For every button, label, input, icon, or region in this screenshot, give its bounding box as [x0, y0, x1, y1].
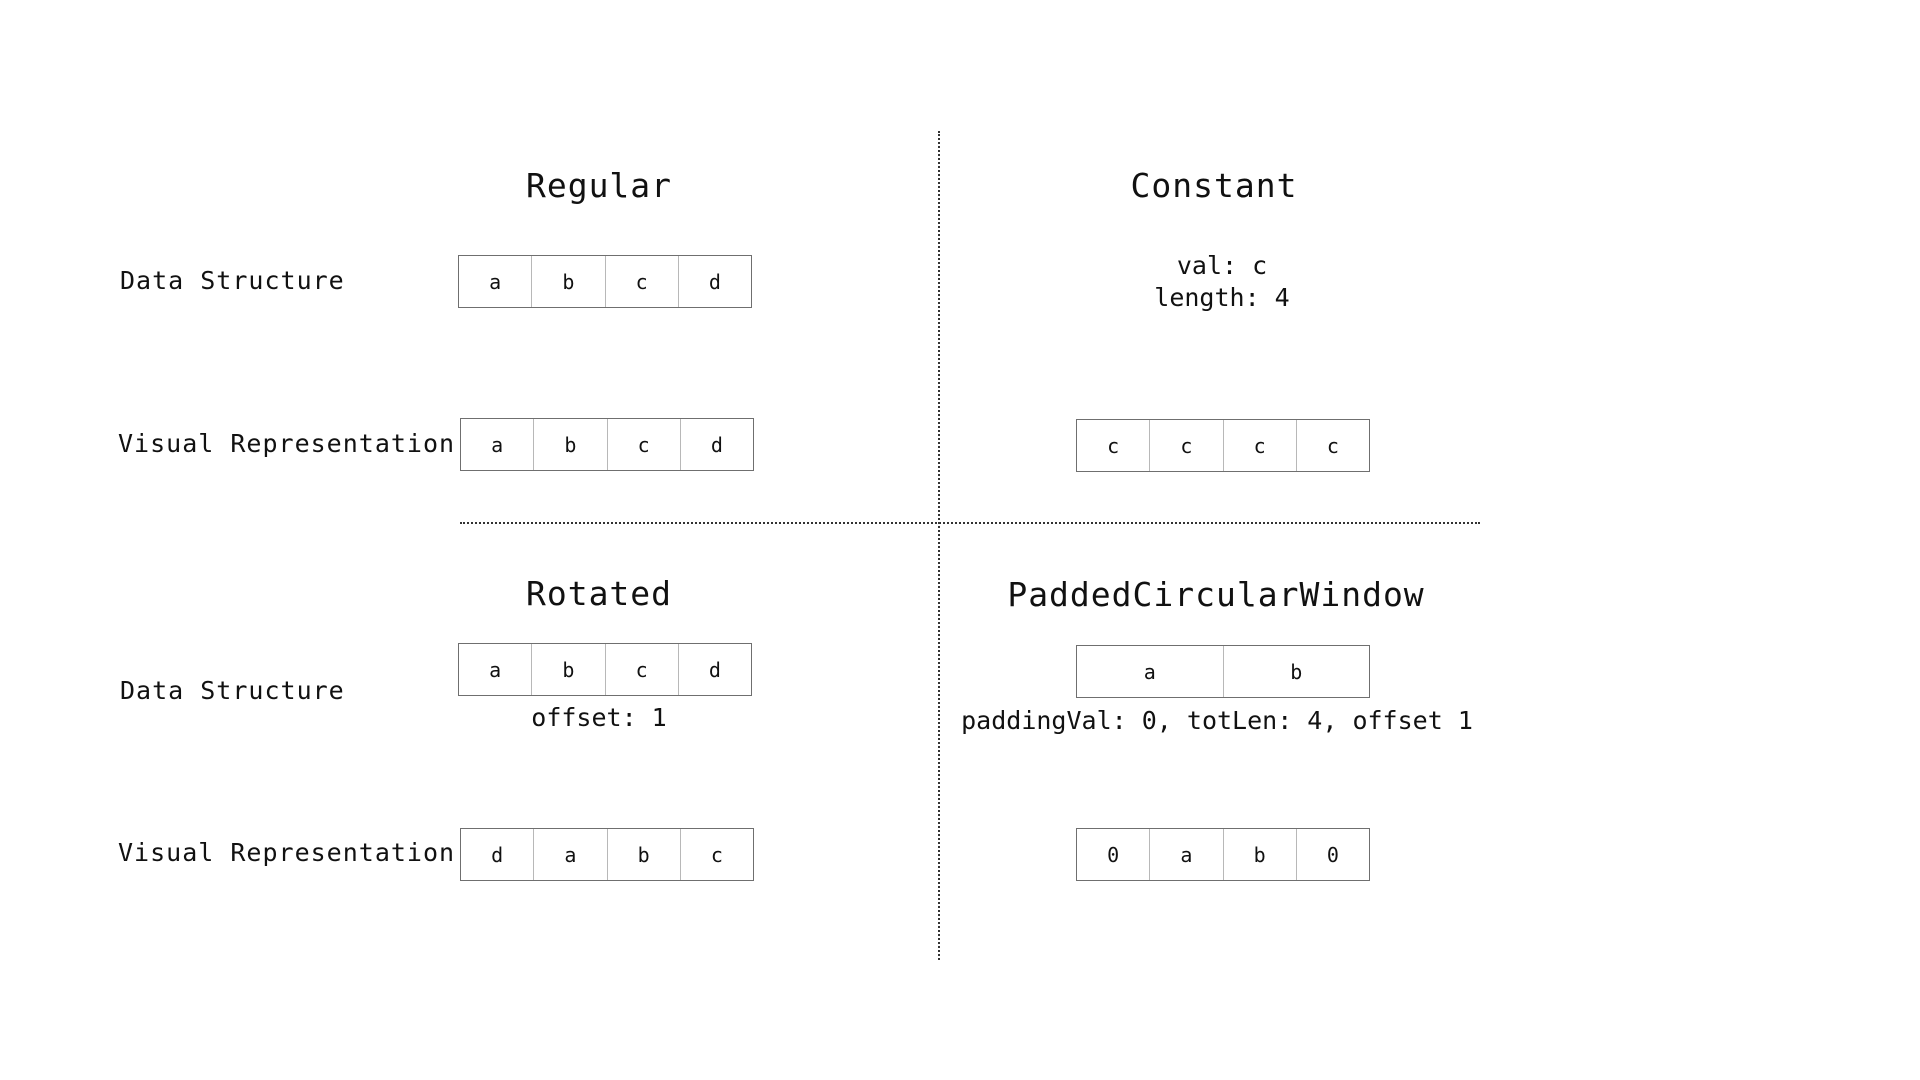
array-cell: c [604, 644, 678, 695]
row-label-data-structure-top: Data Structure [120, 266, 345, 295]
array-cell: 0 [1107, 842, 1120, 867]
array-cell: b [533, 419, 606, 470]
row-label-visual-representation-top: Visual Representation [118, 429, 456, 458]
array-cell: b [606, 829, 680, 880]
array-cell: d [677, 644, 751, 695]
array-cell: c [1149, 420, 1222, 471]
array-cell: d [677, 256, 751, 307]
array-cell: c [604, 256, 678, 307]
array-cell: c [1107, 433, 1120, 458]
array-cell: b [531, 256, 604, 307]
array-cell: b [1222, 646, 1370, 697]
array-cell: a [1149, 829, 1222, 880]
array-cell: b [531, 644, 604, 695]
constant-length-text: length: 4 [1154, 283, 1290, 312]
array-cell: a [491, 432, 504, 457]
padded-params-caption: paddingVal: 0, totLen: 4, offset 1 [961, 706, 1473, 735]
horizontal-divider [460, 522, 1480, 524]
array-cell: c [679, 829, 753, 880]
array-cell: b [1222, 829, 1296, 880]
rotated-title: Rotated [525, 574, 673, 613]
array-cell: 0 [1295, 829, 1369, 880]
row-label-data-structure-bottom: Data Structure [120, 676, 345, 705]
rotated-offset-caption: offset: 1 [531, 703, 667, 732]
row-label-visual-representation-bottom: Visual Representation [118, 838, 456, 867]
array-cell: c [606, 419, 680, 470]
array-cell: d [679, 419, 753, 470]
array-cell: a [1143, 659, 1156, 684]
constant-title: Constant [1130, 166, 1298, 205]
constant-val-text: val: c [1176, 251, 1268, 280]
array-cell: a [533, 829, 606, 880]
array-cell: a [489, 269, 502, 294]
array-cell: a [489, 657, 502, 682]
regular-title: Regular [525, 166, 673, 205]
array-cell: d [491, 842, 504, 867]
array-cell: c [1295, 420, 1369, 471]
array-cell: c [1222, 420, 1296, 471]
vertical-divider [938, 131, 940, 960]
padded-title: PaddedCircularWindow [1007, 575, 1425, 614]
